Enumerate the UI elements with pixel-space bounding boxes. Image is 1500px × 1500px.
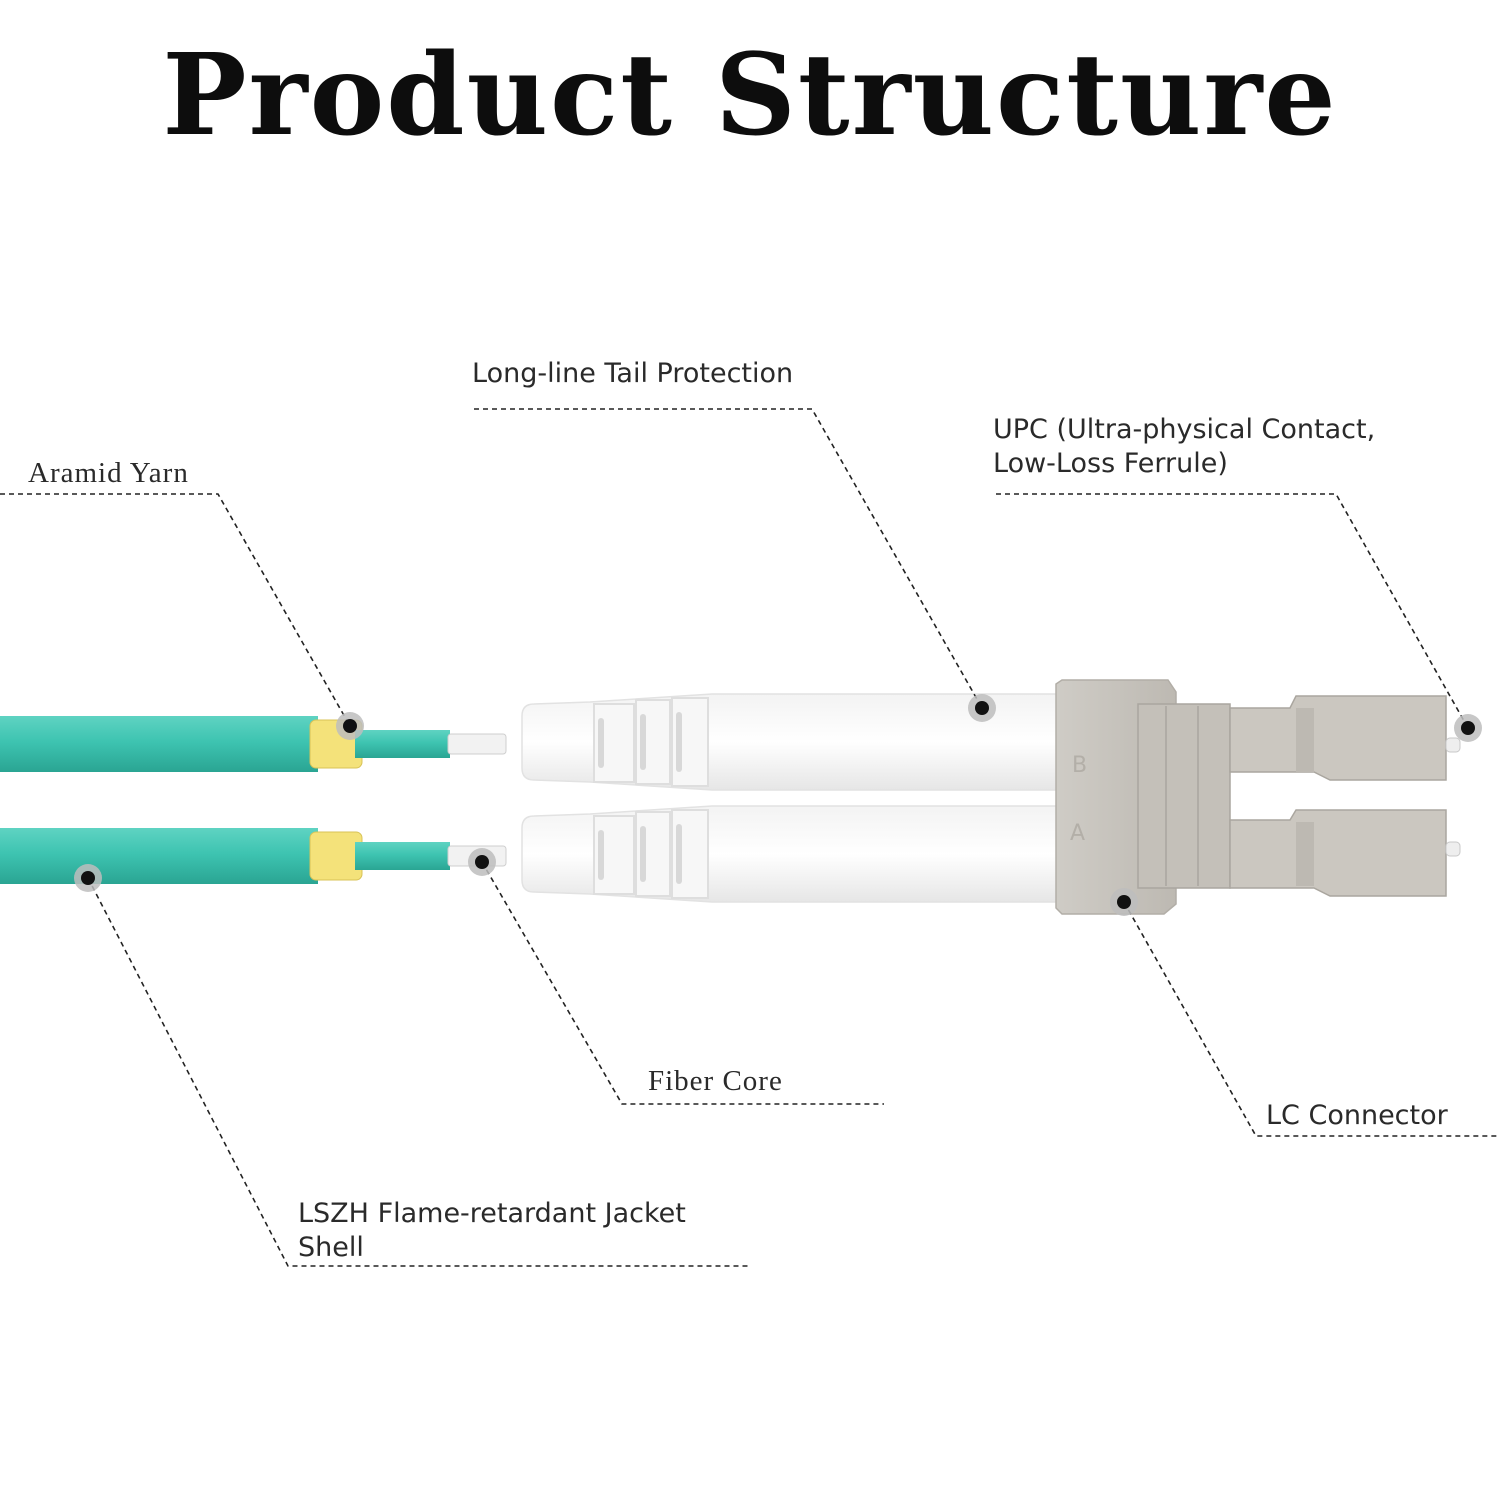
callout-dot-jacket xyxy=(74,864,102,892)
label-aramid-yarn: Aramid Yarn xyxy=(28,457,189,489)
label-tail-protection: Long-line Tail Protection xyxy=(472,358,794,389)
jacket-shell-bottom xyxy=(0,828,318,884)
top-cable xyxy=(0,716,507,772)
housing-mark-b: B xyxy=(1072,753,1087,778)
housing-mark-a: A xyxy=(1070,821,1085,846)
leader-tail-protection xyxy=(474,408,983,709)
leader-jacket xyxy=(87,877,748,1267)
aramid-yarn-bottom xyxy=(309,831,363,881)
fiber-tip-top xyxy=(447,733,507,755)
callout-dot-upc xyxy=(1454,714,1482,742)
bottom-cable xyxy=(0,828,507,884)
leader-aramid-yarn xyxy=(0,493,351,727)
callout-dot-aramid-yarn xyxy=(336,712,364,740)
leader-fiber-core xyxy=(481,861,884,1105)
page-title: Product Structure xyxy=(162,30,1338,161)
jacket-shell-top xyxy=(0,716,318,772)
inner-tube-bottom xyxy=(355,842,450,870)
callout-dot-fiber-core xyxy=(468,848,496,876)
callout-dot-tail-protection xyxy=(968,694,996,722)
label-fiber-core: Fiber Core xyxy=(648,1065,783,1097)
tail-boot-top xyxy=(521,693,1061,791)
label-jacket-line1: LSZH Flame-retardant Jacket xyxy=(298,1198,686,1229)
label-upc-line2: Low-Loss Ferrule) xyxy=(993,448,1228,479)
callout-dot-lc-connector xyxy=(1110,888,1138,916)
label-upc-line1: UPC (Ultra-physical Contact, xyxy=(993,414,1376,445)
lc-connector-housing xyxy=(1055,679,1461,915)
inner-tube-top xyxy=(355,730,450,758)
tail-boot-bottom xyxy=(521,805,1061,903)
label-lc-connector: LC Connector xyxy=(1266,1100,1448,1131)
label-jacket-line2: Shell xyxy=(298,1232,364,1263)
